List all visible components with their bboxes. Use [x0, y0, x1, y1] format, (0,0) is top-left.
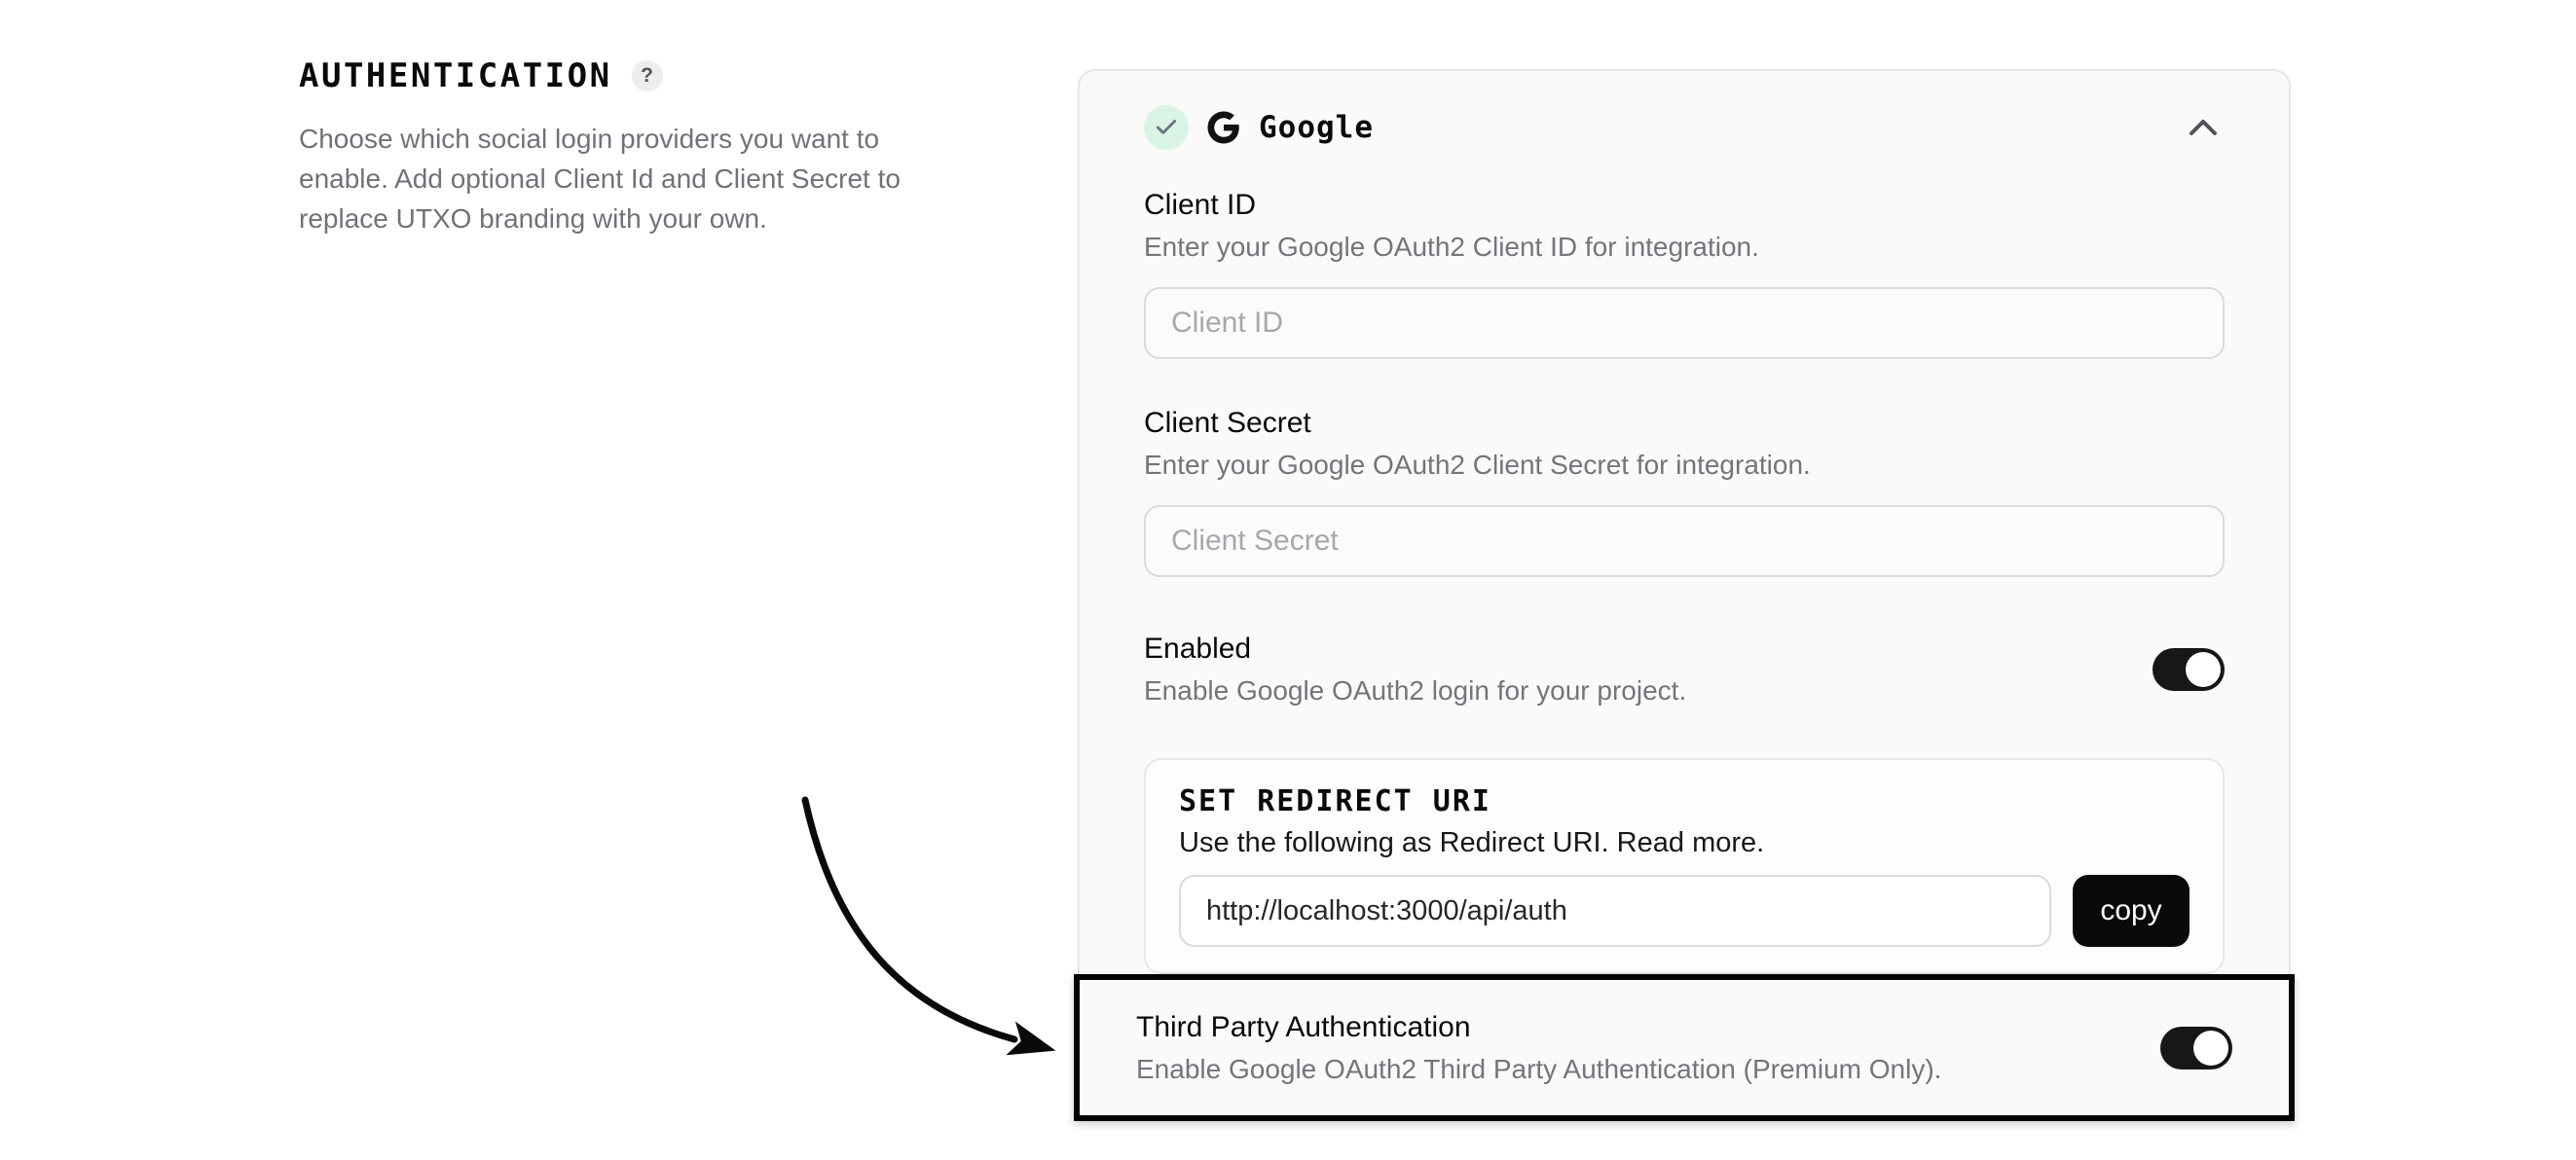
provider-card-header[interactable]: Google — [1144, 104, 2225, 151]
client-secret-description: Enter your Google OAuth2 Client Secret f… — [1144, 450, 1811, 480]
enabled-label: Enabled — [1144, 633, 1252, 665]
redirect-uri-description: Use the following as Redirect URI. Read … — [1179, 827, 1765, 858]
third-party-toggle[interactable] — [2160, 1026, 2232, 1069]
section-title: AUTHENTICATION — [299, 56, 612, 95]
client-secret-label: Client Secret — [1144, 407, 1311, 439]
third-party-description: Enable Google OAuth2 Third Party Authent… — [1136, 1053, 1942, 1084]
section-description: Choose which social login providers you … — [299, 124, 901, 234]
client-secret-input[interactable] — [1144, 505, 2225, 577]
redirect-uri-input[interactable] — [1179, 875, 2051, 947]
enabled-toggle[interactable] — [2153, 648, 2225, 691]
enabled-toggle-thumb — [2186, 652, 2221, 687]
copy-button[interactable]: copy — [2073, 875, 2190, 947]
client-id-label: Client ID — [1144, 189, 1257, 221]
third-party-auth-section-highlighted: Third Party Authentication Enable Google… — [1074, 974, 2295, 1121]
authentication-title-row: AUTHENTICATION ? — [299, 56, 980, 95]
third-party-toggle-thumb — [2193, 1030, 2228, 1066]
client-id-description: Enter your Google OAuth2 Client ID for i… — [1144, 232, 1759, 262]
enabled-toggle-row: Enabled Enable Google OAuth2 login for y… — [1144, 632, 2225, 707]
third-party-text-block: Third Party Authentication Enable Google… — [1136, 1010, 1941, 1086]
help-icon[interactable]: ? — [631, 60, 663, 91]
redirect-uri-row: copy — [1179, 875, 2190, 947]
enabled-text-block: Enabled Enable Google OAuth2 login for y… — [1144, 632, 1686, 707]
configured-check-icon — [1144, 105, 1189, 150]
redirect-uri-title: SET REDIRECT URI — [1179, 784, 1491, 818]
client-id-field-group: Client ID Enter your Google OAuth2 Clien… — [1144, 188, 2225, 359]
google-provider-card: Google Client ID Enter your Google OAuth… — [1078, 69, 2291, 1119]
authentication-intro: AUTHENTICATION ? Choose which social log… — [299, 56, 980, 238]
enabled-description: Enable Google OAuth2 login for your proj… — [1144, 675, 1687, 706]
redirect-uri-panel: SET REDIRECT URI Use the following as Re… — [1144, 758, 2225, 974]
provider-name: Google — [1259, 110, 1374, 145]
collapse-chevron-up-icon[interactable] — [2182, 106, 2225, 149]
client-id-input[interactable] — [1144, 287, 2225, 359]
google-logo-icon — [1206, 110, 1241, 145]
client-secret-field-group: Client Secret Enter your Google OAuth2 C… — [1144, 406, 2225, 577]
third-party-label: Third Party Authentication — [1136, 1010, 1471, 1043]
